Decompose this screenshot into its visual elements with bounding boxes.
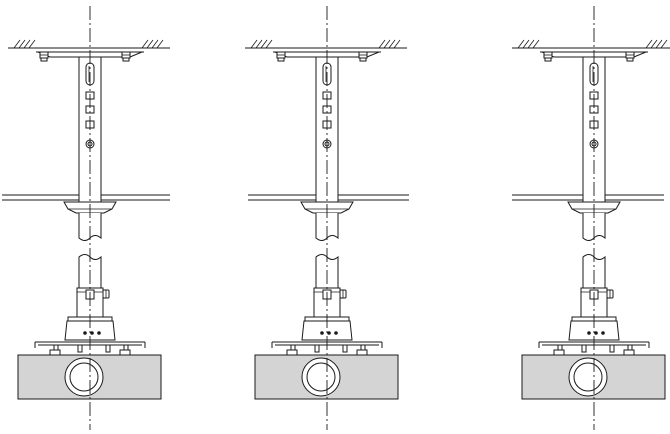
ceiling-hatch (388, 39, 396, 49)
tilt-head-screw (601, 331, 605, 335)
ceiling (512, 39, 670, 49)
ceiling-hatch (655, 39, 663, 49)
plate-nut (626, 57, 634, 62)
tilt-head-screw (320, 331, 324, 335)
plate-nut (544, 57, 552, 62)
projector-foot (356, 349, 368, 356)
projector (521, 349, 666, 400)
ceiling-hatch (660, 39, 668, 49)
tilt-head-screw (334, 331, 338, 335)
plate-nut (277, 57, 285, 62)
bracket-foot (609, 344, 615, 353)
ceiling-hatch (18, 39, 26, 49)
tilt-head-body (568, 320, 620, 341)
tube-gap (583, 193, 605, 202)
coupling (76, 287, 110, 318)
bracket-foot (77, 344, 83, 353)
mount-view-1 (2, 6, 170, 430)
ceiling-hatch (156, 39, 164, 49)
projector-lens-inner (69, 362, 99, 392)
bracket-foot (342, 344, 348, 353)
tilt-head (64, 316, 116, 341)
ceiling (8, 39, 170, 49)
projector-foot (49, 349, 61, 356)
projector-foot (553, 349, 565, 356)
tilt-head-screw (587, 331, 591, 335)
bracket-foot (105, 344, 111, 353)
tilt-head-screw (97, 331, 101, 335)
tube-gap (79, 193, 101, 202)
tilt-head-screw (90, 331, 94, 335)
ceiling-hatch (383, 39, 391, 49)
tube-gap (316, 193, 338, 202)
tilt-head-screw (327, 331, 331, 335)
plate-nut (122, 57, 130, 62)
ceiling-hatch (645, 39, 653, 49)
ceiling-hatch (265, 39, 273, 49)
plate-nut (359, 57, 367, 62)
ceiling-hatch (522, 39, 530, 49)
ceiling-hatch (650, 39, 658, 49)
ceiling-hatch (527, 39, 535, 49)
coupling (580, 287, 614, 318)
ceiling (245, 39, 407, 49)
projector-lens-inner (573, 362, 603, 392)
ceiling-hatch (393, 39, 401, 49)
ceiling-hatch (255, 39, 263, 49)
projector-foot (119, 349, 131, 356)
ceiling-hatch (532, 39, 540, 49)
drop-ceiling (2, 193, 170, 202)
drop-ceiling (512, 193, 664, 202)
ceiling-hatch (141, 39, 149, 49)
tilt-head-screw (83, 331, 87, 335)
drop-ceiling (248, 193, 409, 202)
tilt-head-body (301, 320, 353, 341)
tilt-head-body (64, 320, 116, 341)
ceiling-hatch (13, 39, 21, 49)
projector-foot (623, 349, 635, 356)
projector-lens-inner (306, 362, 336, 392)
ceiling-hatch (517, 39, 525, 49)
projector-foot (286, 349, 298, 356)
bracket-foot (581, 344, 587, 353)
ceiling-hatch (151, 39, 159, 49)
ceiling-hatch (378, 39, 386, 49)
coupling (313, 287, 347, 318)
projector (254, 349, 399, 400)
projector (17, 349, 162, 400)
mount-view-2 (245, 6, 409, 430)
tilt-head-screw (594, 331, 598, 335)
ceiling-hatch (28, 39, 36, 49)
bracket-foot (314, 344, 320, 353)
plate-nut (40, 57, 48, 62)
ceiling-hatch (250, 39, 258, 49)
mount-view-3 (512, 6, 670, 430)
ceiling-hatch (146, 39, 154, 49)
ceiling-hatch (23, 39, 31, 49)
ceiling-hatch (260, 39, 268, 49)
